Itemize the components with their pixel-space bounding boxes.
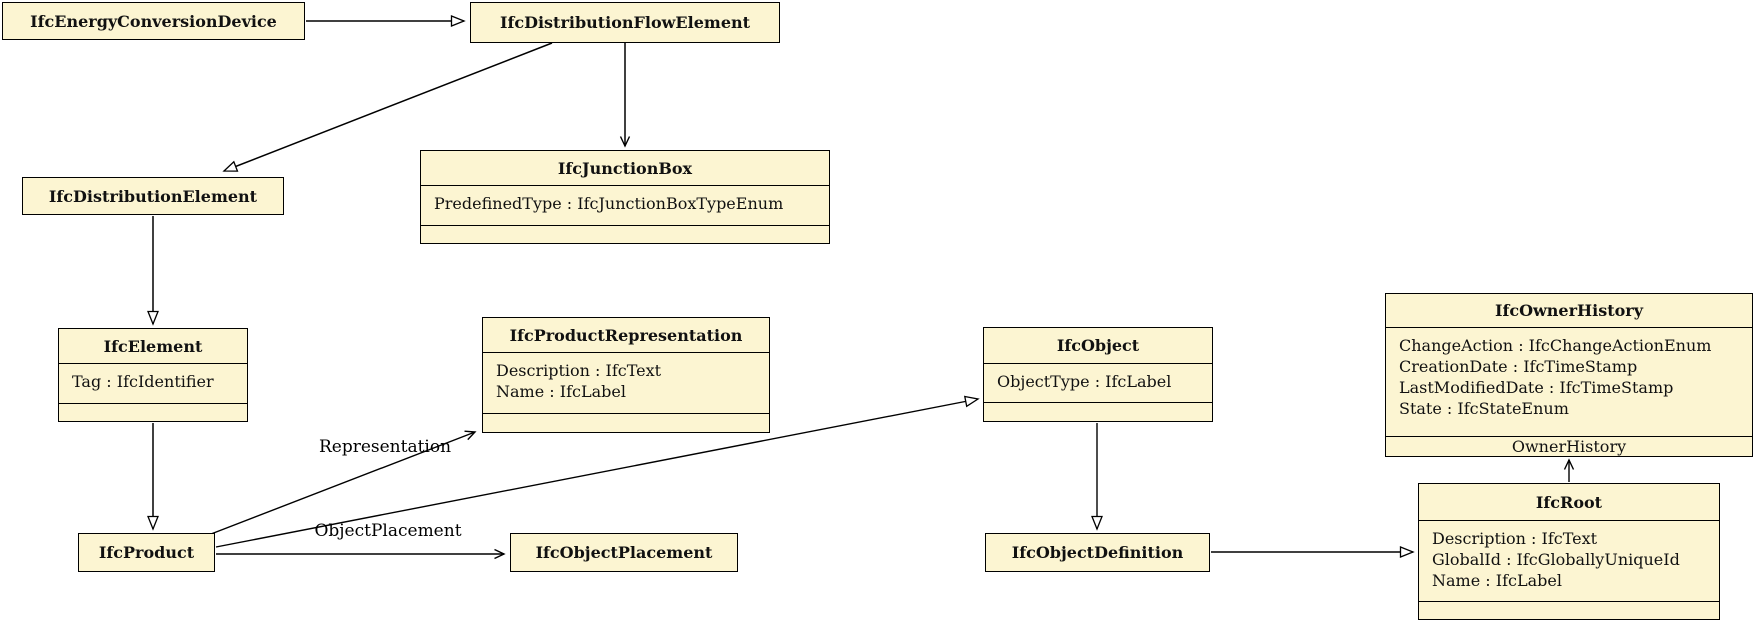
edge-label-objectplacement: ObjectPlacement: [314, 521, 462, 541]
class-footer: [59, 403, 247, 421]
class-attributes: ObjectType : IfcLabel: [984, 363, 1212, 402]
edge-product-to-productrepresentation: [210, 430, 477, 535]
class-ifcobjectdefinition: IfcObjectDefinition: [985, 533, 1210, 572]
class-title: IfcObjectDefinition: [1011, 543, 1184, 562]
class-title: IfcDistributionElement: [48, 186, 258, 206]
class-ifcownerhistory: IfcOwnerHistory ChangeAction : IfcChange…: [1385, 293, 1753, 457]
class-ifcobject: IfcObject ObjectType : IfcLabel: [983, 327, 1213, 422]
edge-product-to-object: [215, 395, 980, 548]
class-attributes: Description : IfcText GlobalId : IfcGlob…: [1419, 520, 1719, 601]
attribute: Description : IfcText: [496, 361, 662, 380]
class-footer-ownerhistory-label: OwnerHistory: [1386, 436, 1752, 456]
attribute: LastModifiedDate : IfcTimeStamp: [1399, 378, 1674, 397]
class-ifcelement: IfcElement Tag : IfcIdentifier: [58, 328, 248, 422]
class-title: IfcElement: [103, 336, 203, 356]
edge-label-representation: Representation: [318, 437, 452, 457]
class-ifcjunctionbox: IfcJunctionBox PredefinedType : IfcJunct…: [420, 150, 830, 244]
class-title: IfcOwnerHistory: [1494, 301, 1644, 320]
attribute: ObjectType : IfcLabel: [997, 372, 1172, 391]
attribute: State : IfcStateEnum: [1399, 399, 1569, 418]
class-title: IfcObject: [1056, 336, 1140, 355]
attribute: Tag : IfcIdentifier: [72, 372, 214, 391]
class-footer: [1419, 601, 1719, 619]
attribute: Name : IfcLabel: [1432, 571, 1562, 590]
class-ifcdistributionelement: IfcDistributionElement: [22, 177, 284, 215]
class-title: IfcProduct: [98, 543, 195, 562]
edge-distributionflowelement-to-distributionelement: [222, 42, 553, 172]
class-footer: [984, 402, 1212, 421]
class-ifcproduct: IfcProduct: [78, 533, 215, 572]
attribute: CreationDate : IfcTimeStamp: [1399, 357, 1638, 376]
class-attributes: PredefinedType : IfcJunctionBoxTypeEnum: [421, 185, 829, 225]
class-footer: [483, 413, 769, 432]
attribute: GlobalId : IfcGloballyUniqueId: [1432, 550, 1680, 569]
class-ifcproductrepresentation: IfcProductRepresentation Description : I…: [482, 317, 770, 433]
attribute: ChangeAction : IfcChangeActionEnum: [1399, 336, 1712, 355]
attribute: Description : IfcText: [1432, 529, 1598, 548]
attribute: Name : IfcLabel: [496, 382, 626, 401]
class-attributes: ChangeAction : IfcChangeActionEnum Creat…: [1386, 327, 1752, 436]
class-ifcroot: IfcRoot Description : IfcText GlobalId :…: [1418, 483, 1720, 620]
attribute: PredefinedType : IfcJunctionBoxTypeEnum: [434, 194, 784, 213]
class-footer: [421, 225, 829, 243]
class-title: IfcEnergyConversionDevice: [30, 11, 277, 31]
class-title: IfcRoot: [1535, 492, 1603, 512]
class-title: IfcObjectPlacement: [535, 543, 713, 562]
class-ifcobjectplacement: IfcObjectPlacement: [510, 533, 738, 572]
class-title: IfcJunctionBox: [557, 158, 693, 178]
class-title: IfcProductRepresentation: [509, 325, 743, 345]
class-attributes: Tag : IfcIdentifier: [59, 363, 247, 403]
class-ifcenergyconversiondevice: IfcEnergyConversionDevice: [2, 2, 305, 40]
class-ifcdistributionflowelement: IfcDistributionFlowElement: [470, 2, 780, 43]
class-attributes: Description : IfcText Name : IfcLabel: [483, 352, 769, 413]
class-title: IfcDistributionFlowElement: [499, 13, 751, 32]
